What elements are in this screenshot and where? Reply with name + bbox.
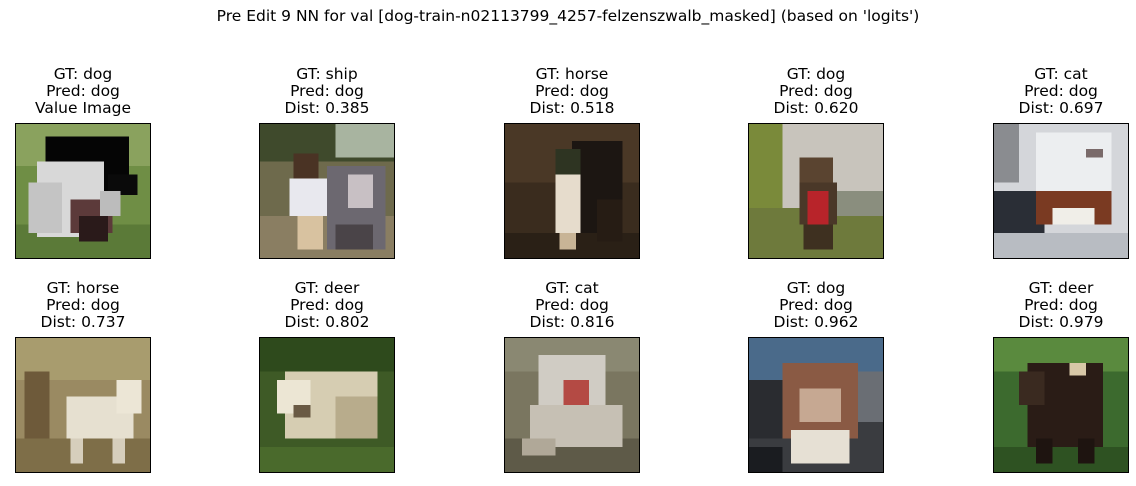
caption-pred: Pred: dog (46, 82, 120, 100)
thumbnail-image (504, 337, 640, 473)
caption-dist: Dist: 0.697 (1018, 99, 1104, 117)
caption-dist: Value Image (34, 99, 132, 117)
panel-caption: GT: cat Pred: dog Dist: 0.697 (953, 66, 1136, 117)
panel-caption: GT: cat Pred: dog Dist: 0.816 (464, 280, 680, 331)
thumbnail-image (259, 337, 395, 473)
caption-gt: GT: cat (1034, 65, 1088, 83)
caption-gt: GT: deer (1028, 279, 1094, 297)
panel-caption: GT: ship Pred: dog Dist: 0.385 (219, 66, 435, 117)
panel-caption: GT: dog Pred: dog Dist: 0.962 (708, 280, 924, 331)
thumbnail-image (748, 123, 884, 259)
caption-pred: Pred: dog (779, 296, 853, 314)
caption-gt: GT: dog (786, 279, 846, 297)
panel-caption: GT: deer Pred: dog Dist: 0.802 (219, 280, 435, 331)
caption-gt: GT: horse (46, 279, 120, 297)
caption-dist: Dist: 0.737 (40, 313, 126, 331)
figure-title: Pre Edit 9 NN for val [dog-train-n021137… (216, 7, 920, 25)
caption-gt: GT: dog (786, 65, 846, 83)
caption-pred: Pred: dog (1024, 82, 1098, 100)
caption-gt: GT: horse (535, 65, 609, 83)
caption-gt: GT: dog (53, 65, 113, 83)
thumbnail-image (993, 123, 1129, 259)
caption-dist: Dist: 0.802 (284, 313, 370, 331)
caption-pred: Pred: dog (1024, 296, 1098, 314)
panel-caption: GT: dog Pred: dog Dist: 0.620 (708, 66, 924, 117)
caption-gt: GT: cat (545, 279, 599, 297)
panel-caption: GT: dog Pred: dog Value Image (0, 66, 191, 117)
caption-pred: Pred: dog (535, 82, 609, 100)
panel-caption: GT: deer Pred: dog Dist: 0.979 (953, 280, 1136, 331)
caption-pred: Pred: dog (46, 296, 120, 314)
caption-gt: GT: deer (294, 279, 360, 297)
thumbnail-image (15, 123, 151, 259)
thumbnail-image (504, 123, 640, 259)
thumbnail-image (993, 337, 1129, 473)
caption-gt: GT: ship (296, 65, 358, 83)
caption-dist: Dist: 0.962 (773, 313, 859, 331)
caption-dist: Dist: 0.979 (1018, 313, 1104, 331)
caption-pred: Pred: dog (290, 82, 364, 100)
panel-caption: GT: horse Pred: dog Dist: 0.737 (0, 280, 191, 331)
caption-dist: Dist: 0.385 (284, 99, 370, 117)
thumbnail-image (15, 337, 151, 473)
caption-pred: Pred: dog (779, 82, 853, 100)
caption-pred: Pred: dog (535, 296, 609, 314)
thumbnail-image (748, 337, 884, 473)
thumbnail-image (259, 123, 395, 259)
panel-caption: GT: horse Pred: dog Dist: 0.518 (464, 66, 680, 117)
caption-pred: Pred: dog (290, 296, 364, 314)
caption-dist: Dist: 0.518 (529, 99, 615, 117)
caption-dist: Dist: 0.620 (773, 99, 859, 117)
caption-dist: Dist: 0.816 (529, 313, 615, 331)
